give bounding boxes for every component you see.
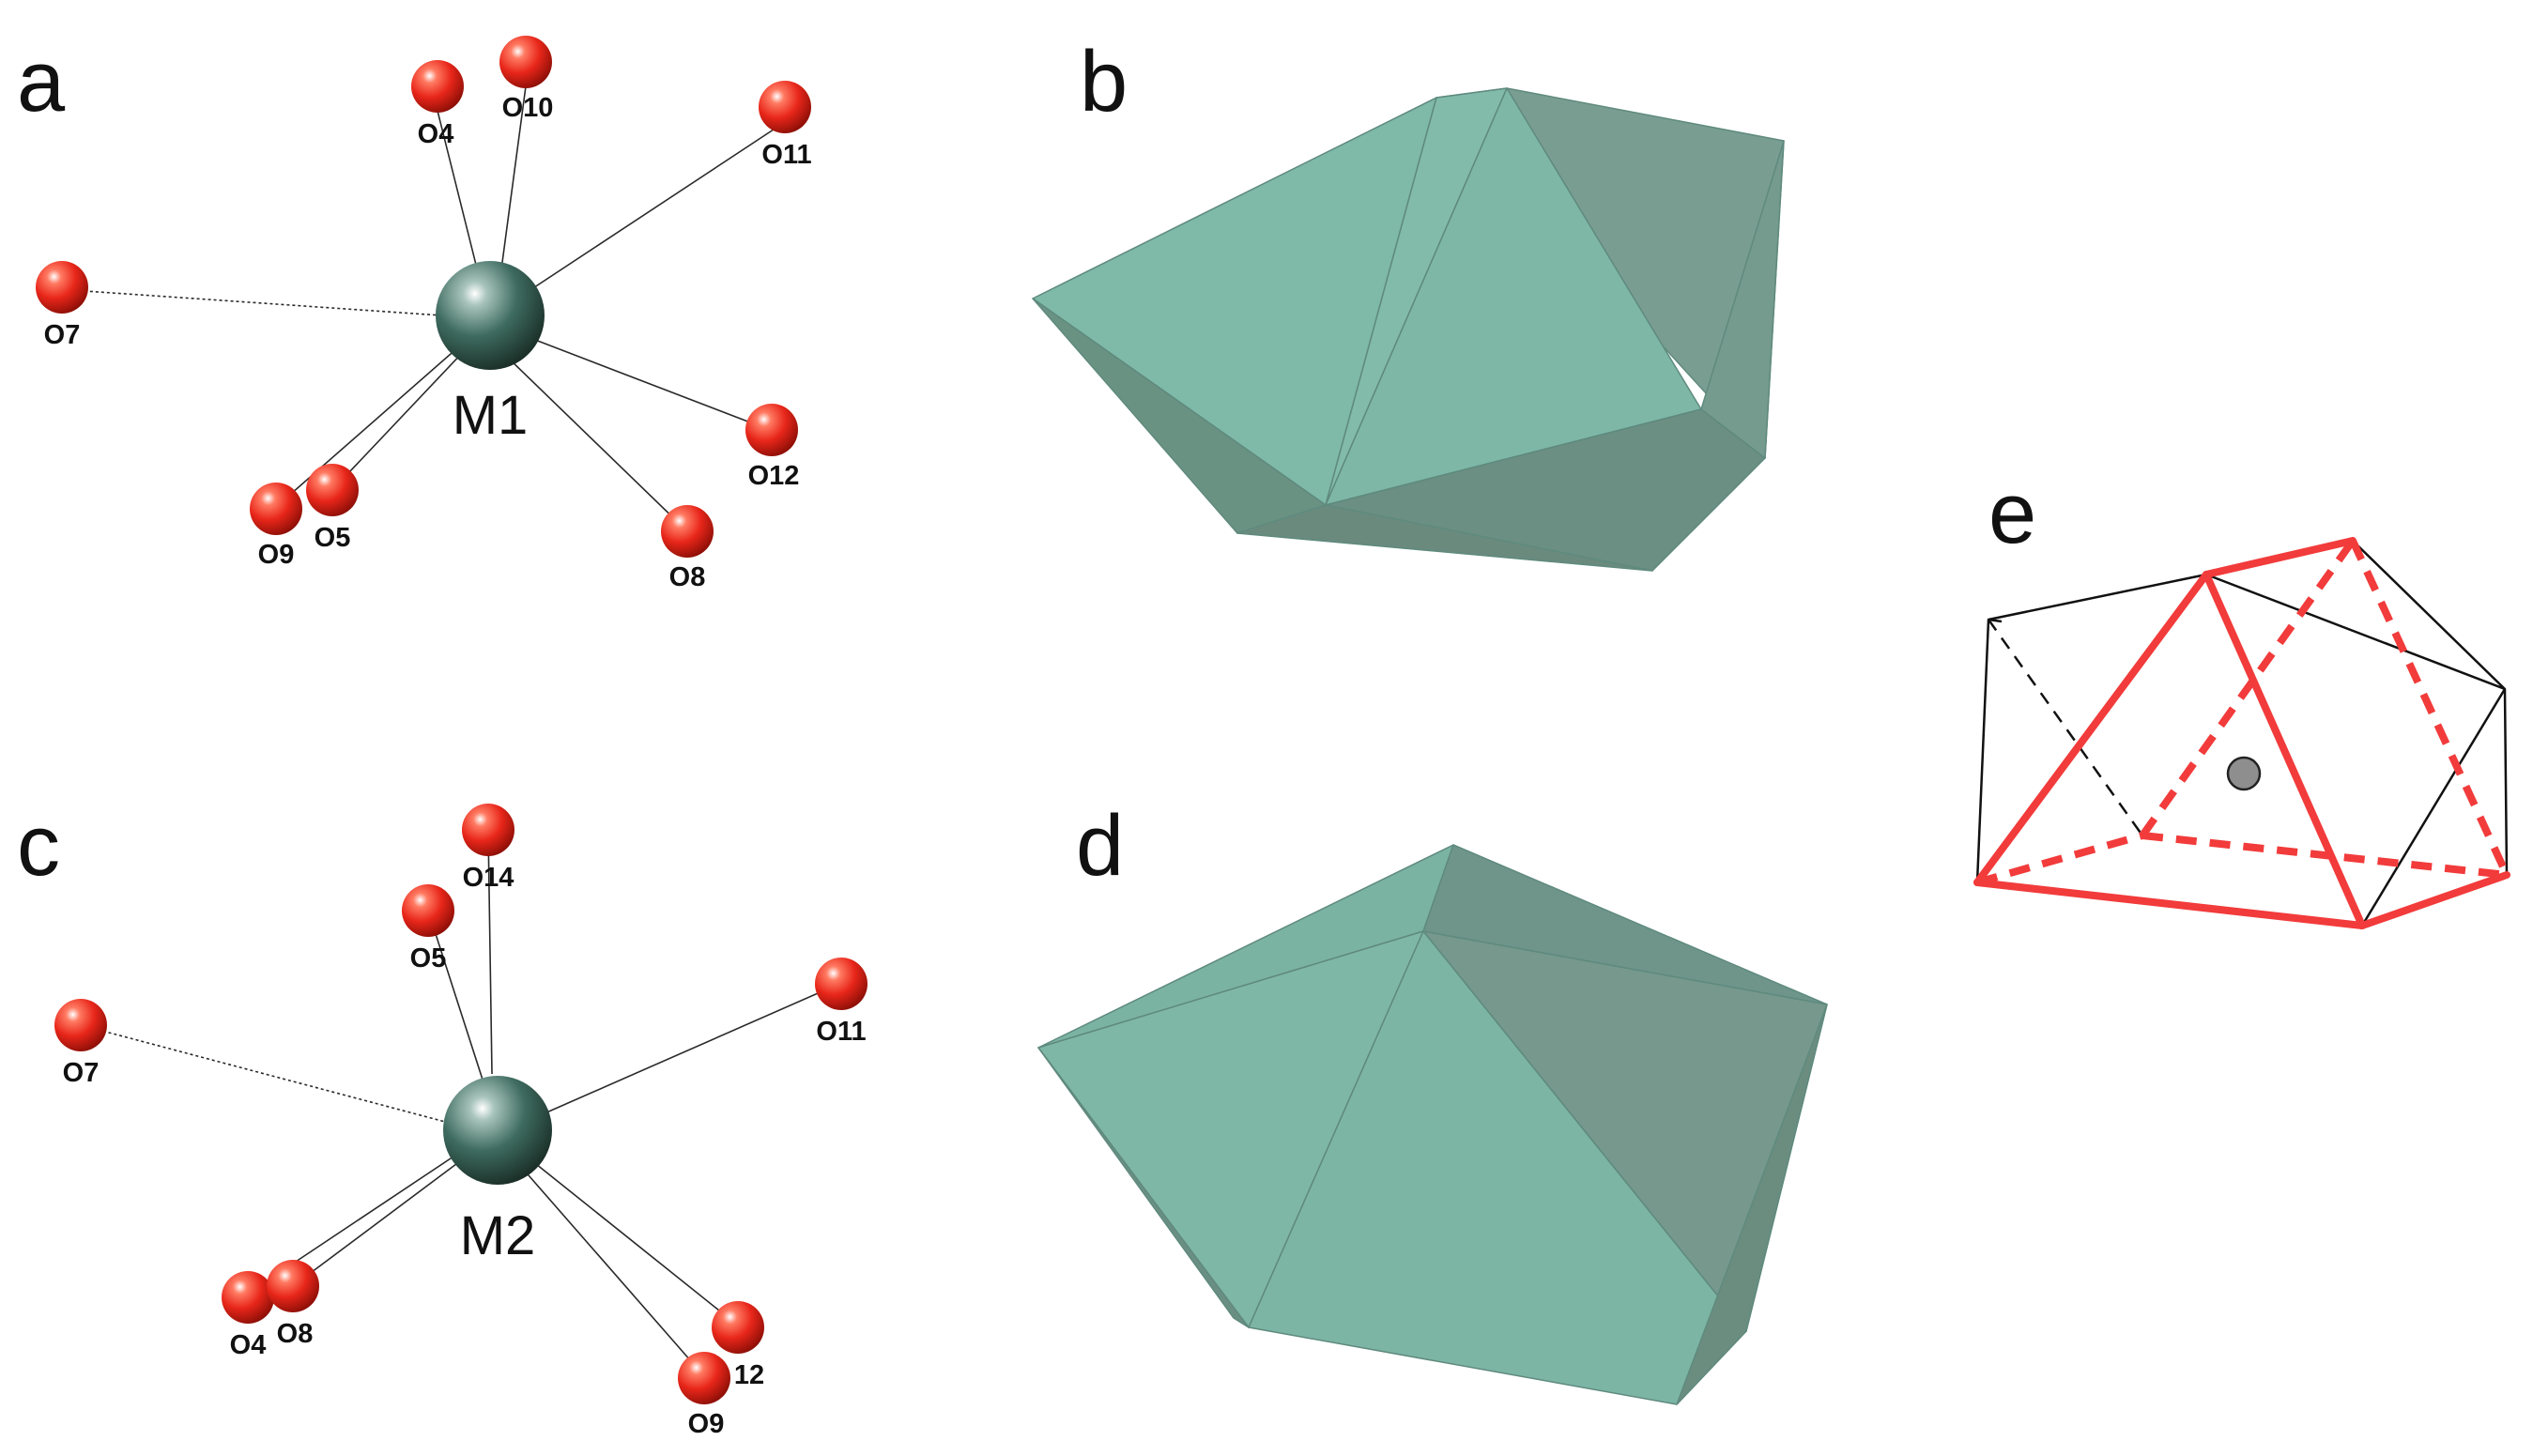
panel-a-oxygen-atoms xyxy=(36,36,811,558)
atom-label: O14 xyxy=(463,863,514,893)
polyhedron-e-wireframe xyxy=(1973,537,2510,929)
panel-a-labels: O4 O10 O11 O7 O12 O9 O5 O8 M1 xyxy=(44,93,812,592)
panel-a-letter: a xyxy=(17,34,66,130)
atom-label: O7 xyxy=(44,320,81,350)
oxygen-atom-o8 xyxy=(267,1260,319,1312)
panel-d: d xyxy=(1037,798,1828,1405)
atom-label: O5 xyxy=(410,943,447,973)
panel-b-letter: b xyxy=(1080,34,1128,130)
atom-label: O7 xyxy=(63,1058,100,1088)
panel-b: b xyxy=(1032,34,1785,572)
oxygen-atom-o9 xyxy=(678,1352,730,1404)
panel-d-letter: d xyxy=(1076,798,1124,894)
metal-atom-m1 xyxy=(436,261,545,370)
atom-label: O10 xyxy=(502,93,554,123)
panel-a-bonds xyxy=(84,85,786,530)
atom-label: O8 xyxy=(277,1319,314,1349)
oxygen-atom-o9 xyxy=(250,483,302,535)
oxygen-atom-o4 xyxy=(411,60,464,113)
oxygen-atom-o10 xyxy=(499,36,552,88)
atom-label: 12 xyxy=(734,1360,764,1390)
atom-label: O5 xyxy=(315,523,351,553)
oxygen-atom-o14 xyxy=(462,804,514,856)
oxygen-atom-o5 xyxy=(402,884,454,937)
metal-atom-m2 xyxy=(443,1076,552,1185)
atom-label: O9 xyxy=(258,540,295,570)
panel-c-labels: O14 O5 O11 O7 O4 O8 12 O9 M2 xyxy=(63,863,867,1439)
oxygen-atom-o7 xyxy=(54,999,107,1051)
center-atom xyxy=(2226,756,2262,791)
atom-label: O4 xyxy=(418,119,454,149)
atom-label: O11 xyxy=(816,1017,866,1047)
oxygen-atom-o5 xyxy=(306,464,359,516)
panel-a: a O4 O10 O11 O7 O12 xyxy=(17,34,812,592)
oxygen-atom-o11 xyxy=(759,81,811,133)
oxygen-atom-o7 xyxy=(36,261,88,314)
panel-e: e xyxy=(1973,466,2510,929)
polyhedron-b xyxy=(1032,87,1785,572)
polyhedron-d xyxy=(1037,844,1828,1405)
metal-label: M1 xyxy=(453,385,529,446)
oxygen-atom-o4 xyxy=(222,1271,274,1324)
panel-e-letter: e xyxy=(1988,466,2036,561)
atom-label: O8 xyxy=(669,562,706,592)
oxygen-atom-o8 xyxy=(661,505,714,558)
atom-label: O4 xyxy=(230,1330,267,1360)
panel-c-oxygen-atoms xyxy=(54,804,867,1404)
atom-label: O11 xyxy=(761,140,811,170)
panel-c: c O14 O5 O11 O7 O4 xyxy=(17,798,867,1439)
oxygen-atom-o12 xyxy=(712,1301,764,1354)
oxygen-atom-o12 xyxy=(745,404,798,456)
atom-label: O12 xyxy=(748,461,800,491)
panel-c-bonds xyxy=(80,829,840,1377)
metal-label: M2 xyxy=(460,1205,536,1266)
oxygen-atom-o11 xyxy=(815,958,867,1010)
atom-label: O9 xyxy=(688,1409,725,1439)
panel-c-letter: c xyxy=(17,798,60,894)
